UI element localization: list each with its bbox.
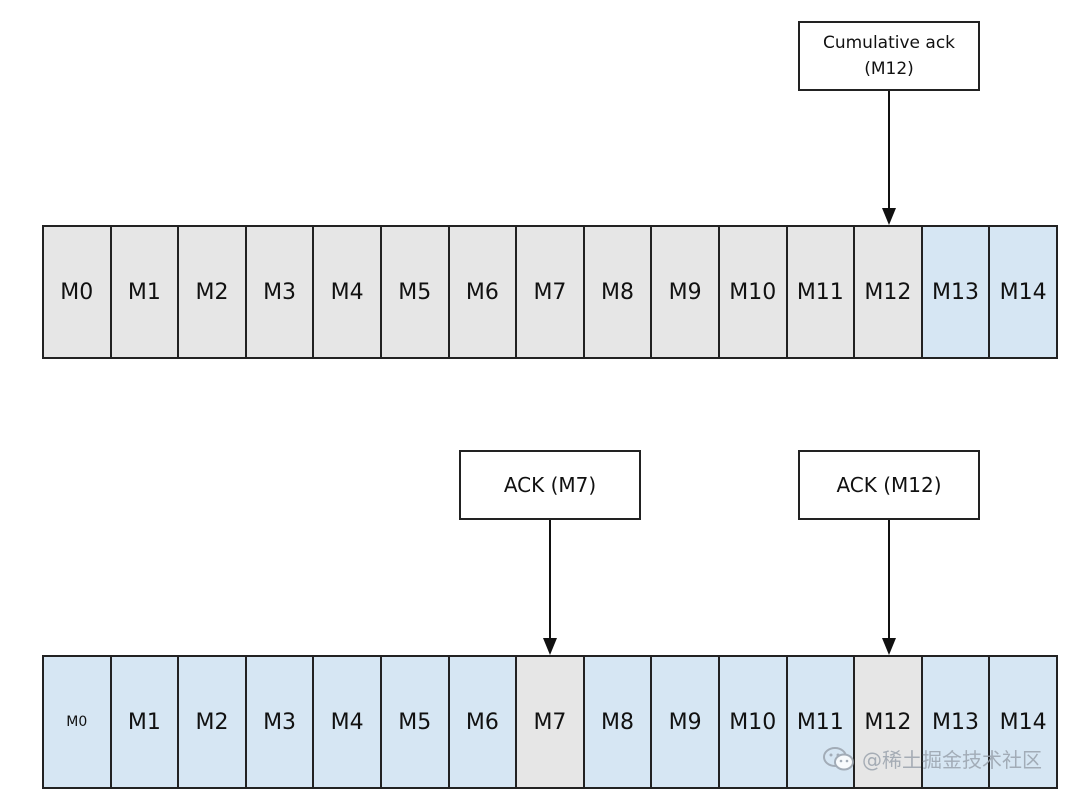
message-cell: M7 <box>517 657 585 787</box>
watermark: @稀土掘金技术社区 <box>822 744 1042 773</box>
message-cell: M13 <box>922 657 991 787</box>
wechat-icon <box>823 746 854 770</box>
message-cell: M5 <box>381 657 450 787</box>
message-cell: M4 <box>314 657 382 787</box>
message-cell: M1 <box>111 227 180 357</box>
message-cell: M9 <box>652 657 720 787</box>
message-cell: M14 <box>990 657 1056 787</box>
message-cell: M8 <box>584 227 653 357</box>
message-cell: M8 <box>584 657 653 787</box>
message-cell: M12 <box>855 227 923 357</box>
message-cell: M7 <box>517 227 585 357</box>
message-cell: M5 <box>381 227 450 357</box>
message-cell: M13 <box>922 227 991 357</box>
message-cell: M2 <box>179 657 247 787</box>
message-cell: M1 <box>111 657 180 787</box>
message-cell: M3 <box>246 227 315 357</box>
message-row-cumulative: M0 M1 M2 M3 M4 M5 M6 M7 M8 M9 M10 M11 M1… <box>42 225 1058 359</box>
ack-m7-label: ACK (M7) <box>503 473 597 497</box>
message-cell: M3 <box>246 657 315 787</box>
ack-m12-callout: ACK (M12) <box>798 450 980 520</box>
message-cell: M14 <box>990 227 1056 357</box>
ack-m7-arrowhead <box>543 638 557 655</box>
message-cell: M0 <box>44 227 112 357</box>
message-cell: M9 <box>652 227 720 357</box>
cumulative-ack-callout: Cumulative ack (M12) <box>798 21 980 91</box>
message-cell: M6 <box>449 657 518 787</box>
message-cell: M10 <box>719 657 788 787</box>
cumulative-ack-target: (M12) <box>864 59 914 79</box>
message-cell: M4 <box>314 227 382 357</box>
ack-m12-arrowhead <box>882 638 896 655</box>
message-cell: M6 <box>449 227 518 357</box>
message-cell: M2 <box>179 227 247 357</box>
ack-m12-label: ACK (M12) <box>836 473 942 497</box>
message-row-individual: M0 M1 M2 M3 M4 M5 M6 M7 M8 M9 M10 M11 M1… <box>42 655 1058 789</box>
message-cell: M12 <box>855 657 923 787</box>
message-cell: M0 <box>44 657 112 787</box>
message-cell: M11 <box>787 227 856 357</box>
cumulative-ack-title: Cumulative ack <box>822 33 956 53</box>
cumulative-ack-arrowhead <box>882 208 896 225</box>
message-cell: M10 <box>719 227 788 357</box>
ack-m7-callout: ACK (M7) <box>459 450 641 520</box>
watermark-text: @稀土掘金技术社区 <box>862 748 1042 772</box>
